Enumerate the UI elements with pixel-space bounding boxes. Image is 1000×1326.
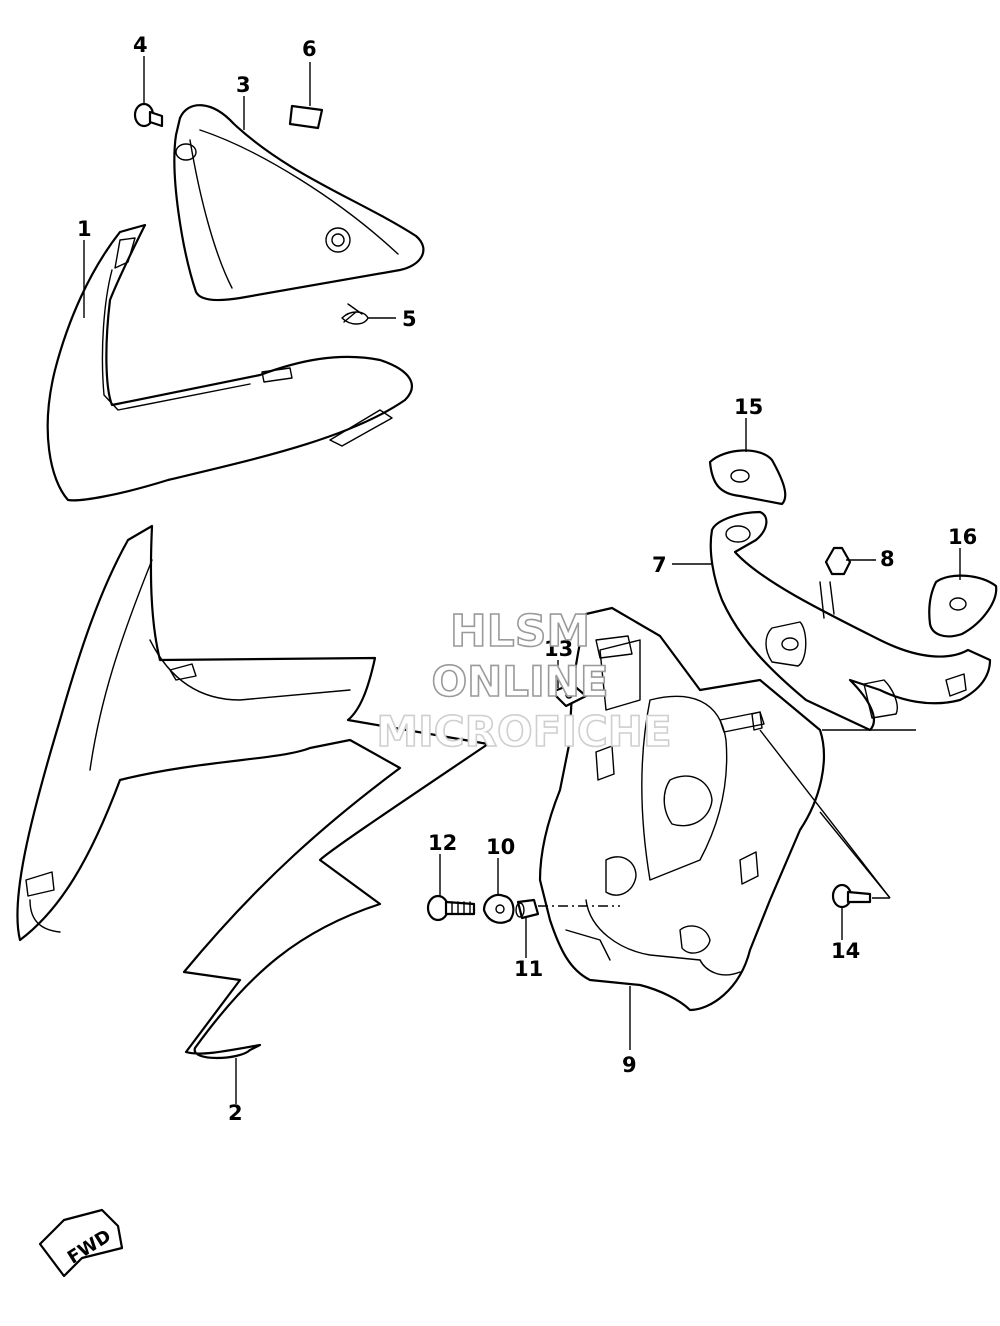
leader-lines: [83, 56, 961, 1104]
part-15-cap: [708, 449, 787, 506]
callout-13: 13: [544, 637, 573, 661]
callout-12: 12: [428, 831, 457, 855]
watermark-line-3: MICROFICHE: [376, 707, 671, 756]
part-4-screw: [133, 102, 164, 128]
callout-11: 11: [514, 957, 543, 981]
callout-6: 6: [302, 37, 317, 61]
callout-14: 14: [831, 939, 860, 963]
callout-15: 15: [734, 395, 763, 419]
callout-9: 9: [622, 1053, 637, 1077]
part-14-screw: [831, 883, 872, 909]
callout-16: 16: [948, 525, 977, 549]
part-5-clip: [341, 303, 369, 325]
part-6-label: [288, 104, 324, 130]
callout-5: 5: [402, 307, 417, 331]
watermark-line-2: ONLINE: [431, 657, 608, 706]
part-12-bolt: [426, 894, 476, 922]
part-1-front-cowl: [46, 223, 413, 502]
part-11-collar: [515, 898, 540, 920]
part-2-side-cowl: [16, 524, 490, 1059]
callout-2: 2: [228, 1101, 243, 1125]
part-10-grommet: [482, 893, 515, 924]
part-3-upper-cowl: [173, 104, 425, 302]
callout-1: 1: [77, 217, 92, 241]
part-8-grommet: [824, 546, 852, 576]
watermark: HLSM ONLINE MICROFICHE: [376, 605, 673, 757]
part-16-cap: [928, 574, 998, 638]
watermark-line-1: HLSM: [450, 606, 590, 657]
callout-8: 8: [880, 547, 895, 571]
callout-4: 4: [133, 33, 148, 57]
part-13-nut: [550, 682, 588, 708]
part-7-bracket: [709, 510, 992, 732]
callout-labels: 4 6 3 1 5 15 16 7 8 13 12 10 14 11 9 2: [77, 33, 977, 1125]
callout-3: 3: [236, 73, 251, 97]
callout-7: 7: [652, 553, 667, 577]
callout-10: 10: [486, 835, 515, 859]
fwd-arrow-icon: FWD: [38, 1208, 124, 1278]
